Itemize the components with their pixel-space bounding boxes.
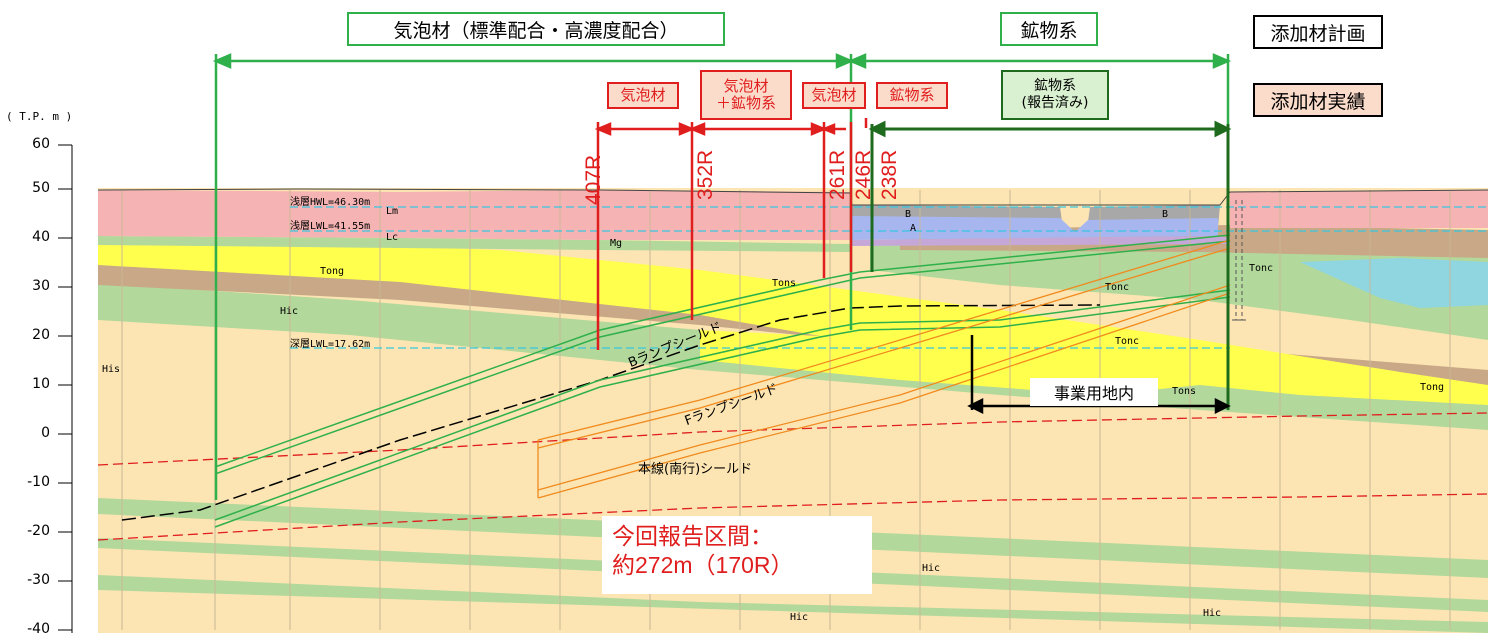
report-line2: 約272m（170R） xyxy=(612,552,794,578)
ring-label-352r: 352R xyxy=(694,149,717,200)
y-tick-50: 50 xyxy=(32,180,50,196)
ring-label-238r: 238R xyxy=(878,149,901,200)
geo-hic-2: Hic xyxy=(922,563,941,574)
y-tick-30: 30 xyxy=(32,278,50,294)
layer-hic-low-3 xyxy=(98,575,1488,633)
actual-mineral-label: 鉱物系 xyxy=(876,82,948,109)
geo-tons-right: Tons xyxy=(1172,386,1197,397)
f-ramp-shield xyxy=(537,239,1231,499)
boundary-line-1 xyxy=(97,412,1488,466)
main-shield-label: 本線(南行)シールド xyxy=(638,462,753,477)
geo-tonc-2: Tonc xyxy=(1105,282,1130,293)
layer-tons xyxy=(98,242,1488,405)
geo-tons-left: Tons xyxy=(772,278,797,289)
b-ramp-shield xyxy=(214,234,1231,528)
layer-lm-right xyxy=(1230,190,1488,228)
layer-lm xyxy=(98,190,850,240)
plan-mineral-label: 鉱物系 xyxy=(1000,12,1098,46)
y-tick-20: 20 xyxy=(32,327,50,343)
y-tick-minus40: -40 xyxy=(27,621,50,637)
geo-a: A xyxy=(910,223,917,234)
geo-tong-left: Tong xyxy=(320,266,345,277)
actual-foam-label: 気泡材 xyxy=(607,82,679,109)
report-section-label: 今回報告区間： 約272m（170R） xyxy=(602,516,872,594)
boundary-line-2 xyxy=(97,493,1488,541)
geo-tonc-3: Tonc xyxy=(1115,336,1140,347)
business-area-label: 事業用地内 xyxy=(1030,378,1158,406)
deep-lwl-label: 深層LWL=17.62m xyxy=(290,339,371,350)
actual-foam-mineral-line2: ＋鉱物系 xyxy=(715,94,776,112)
y-tick-10: 10 xyxy=(32,376,50,392)
right-structure xyxy=(1232,200,1246,321)
business-area-arrow xyxy=(967,335,1231,415)
geo-b-left: B xyxy=(905,209,912,220)
report-line1: 今回報告区間： xyxy=(612,523,773,549)
plan-foam-label: 気泡材（標準配合・高濃度配合） xyxy=(347,12,725,46)
geo-tonc-1: Tonc xyxy=(1249,263,1274,274)
y-tick-minus30: -30 xyxy=(27,572,50,588)
y-tick-minus10: -10 xyxy=(27,474,50,490)
layer-cyan-lens xyxy=(1300,258,1488,308)
layer-a xyxy=(852,216,1218,240)
actual-foam-short-label: 気泡材 xyxy=(802,82,866,109)
reported-mineral-line1: 鉱物系 xyxy=(1034,78,1076,94)
y-tick-minus20: -20 xyxy=(27,523,50,539)
reported-mineral-label: 鉱物系 (報告済み) xyxy=(1001,70,1109,120)
actual-foam-mineral-line1: 気泡材 xyxy=(723,77,769,95)
geo-lm: Lm xyxy=(386,206,399,217)
actual-arrows xyxy=(594,118,868,350)
geo-lc: Lc xyxy=(386,232,399,243)
shallow-lwl-label: 浅層LWL=41.55m xyxy=(290,221,371,232)
ring-label-246r: 246R xyxy=(852,149,875,200)
ring-label-407r: 407R xyxy=(582,154,605,205)
actual-foam-mineral-label: 気泡材 ＋鉱物系 xyxy=(700,70,792,120)
y-tick-0: 0 xyxy=(41,425,50,441)
reported-arrow xyxy=(868,120,1232,410)
geo-hic-3: Hic xyxy=(1203,608,1222,619)
layer-lc xyxy=(98,236,850,252)
y-axis-unit: ( T.P. m ) xyxy=(6,110,73,123)
geo-tong-right: Tong xyxy=(1420,382,1445,393)
geo-his: His xyxy=(102,364,121,375)
y-tick-60: 60 xyxy=(32,136,50,152)
shallow-hwl-label: 浅層HWL=46.30m xyxy=(290,197,371,208)
layer-pit-bottom xyxy=(852,236,1230,246)
reported-mineral-line2: (報告済み) xyxy=(1021,95,1089,111)
legend-actual: 添加材実績 xyxy=(1253,83,1383,117)
y-tick-40: 40 xyxy=(32,229,50,245)
y-axis xyxy=(58,144,73,633)
geo-mg: Mg xyxy=(610,238,623,249)
geo-hic-1: Hic xyxy=(280,306,299,317)
geo-b-right: B xyxy=(1162,209,1169,220)
legend-plan: 添加材計画 xyxy=(1253,15,1383,49)
geo-hic-4: Hic xyxy=(790,612,809,623)
ring-label-261r: 261R xyxy=(826,149,849,200)
